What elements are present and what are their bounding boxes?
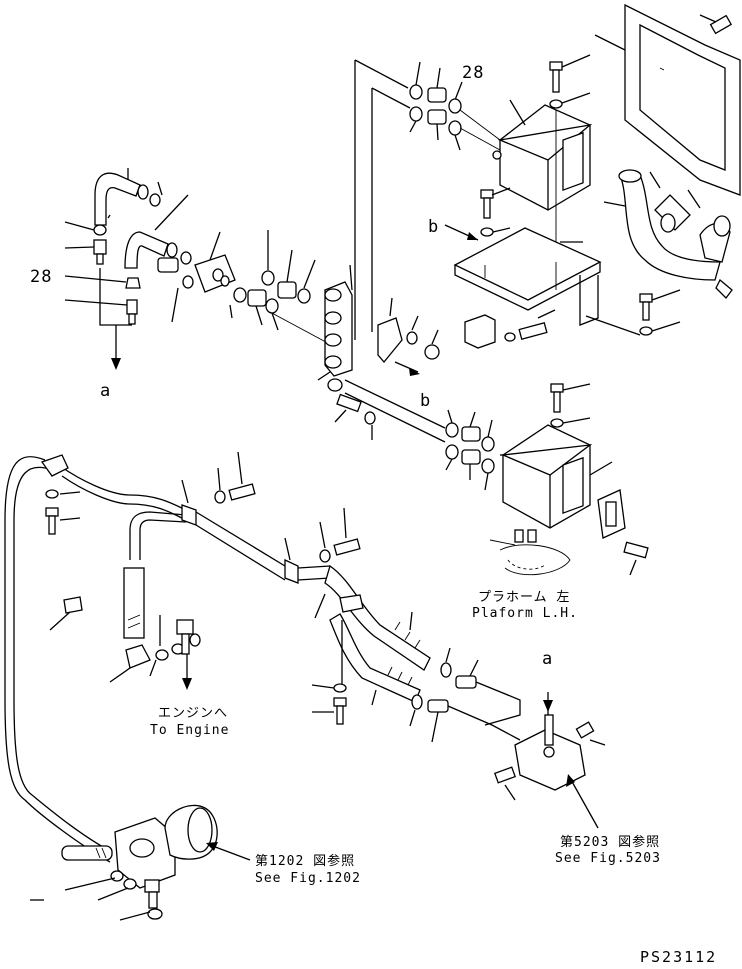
heater-box-icon (492, 99, 593, 211)
fitting-row-middle (261, 230, 351, 356)
bolt-icon (550, 383, 591, 428)
bolt-icon (699, 14, 733, 35)
note-engine-jp: エンジンへ (158, 706, 228, 721)
elbow-fitting (40, 454, 81, 535)
marker-a-left: a (100, 381, 111, 401)
bolt-icon (549, 54, 591, 285)
platform-sketch (489, 529, 571, 576)
bolt-icon (311, 683, 347, 725)
note-fig1202-jp: 第1202 図参照 (255, 853, 355, 869)
long-pipe-middle (129, 479, 331, 584)
callout-28-left: 28 (30, 267, 52, 287)
engine-feed (109, 567, 201, 690)
heater-frame-panel (594, 3, 741, 196)
marker-a-lower: a (542, 649, 553, 669)
hose-icon (94, 168, 163, 226)
pipe-bracket (377, 297, 440, 364)
hose-icon (603, 169, 733, 299)
note-engine-en: To Engine (150, 723, 229, 738)
note-fig5203-en: See Fig.5203 (555, 851, 661, 866)
heater-box-icon (500, 424, 613, 529)
bolt-icon (334, 393, 376, 440)
clamp-block (464, 309, 556, 349)
marker-b-top: b (428, 217, 439, 237)
mounting-bracket (453, 227, 602, 326)
drain-fitting-left (64, 221, 141, 370)
note-platform-en: Plaform L.H. (472, 606, 578, 621)
fitting-row-lower (445, 409, 495, 491)
bolt-icon (480, 187, 511, 237)
hose-icon (124, 194, 192, 269)
bolt-icon (585, 289, 681, 336)
callout-28-top: 28 (462, 63, 484, 83)
note-fig1202-en: See Fig.1202 (255, 871, 361, 886)
junction-block (317, 264, 353, 392)
heater-valve (157, 231, 279, 331)
bolt-icon (214, 451, 361, 563)
control-valve (493, 692, 606, 829)
figure-code: PS23112 (640, 948, 717, 964)
fitting-row-top (409, 61, 501, 151)
note-fig5203-jp: 第5203 図参照 (560, 834, 660, 850)
heater-pipe-top (354, 59, 411, 340)
side-panel (597, 489, 649, 576)
marker-b-middle: b (420, 391, 431, 411)
hose-icon (314, 564, 479, 743)
pump-housing (30, 804, 251, 921)
note-platform-jp: プラホーム 左 (478, 590, 570, 605)
